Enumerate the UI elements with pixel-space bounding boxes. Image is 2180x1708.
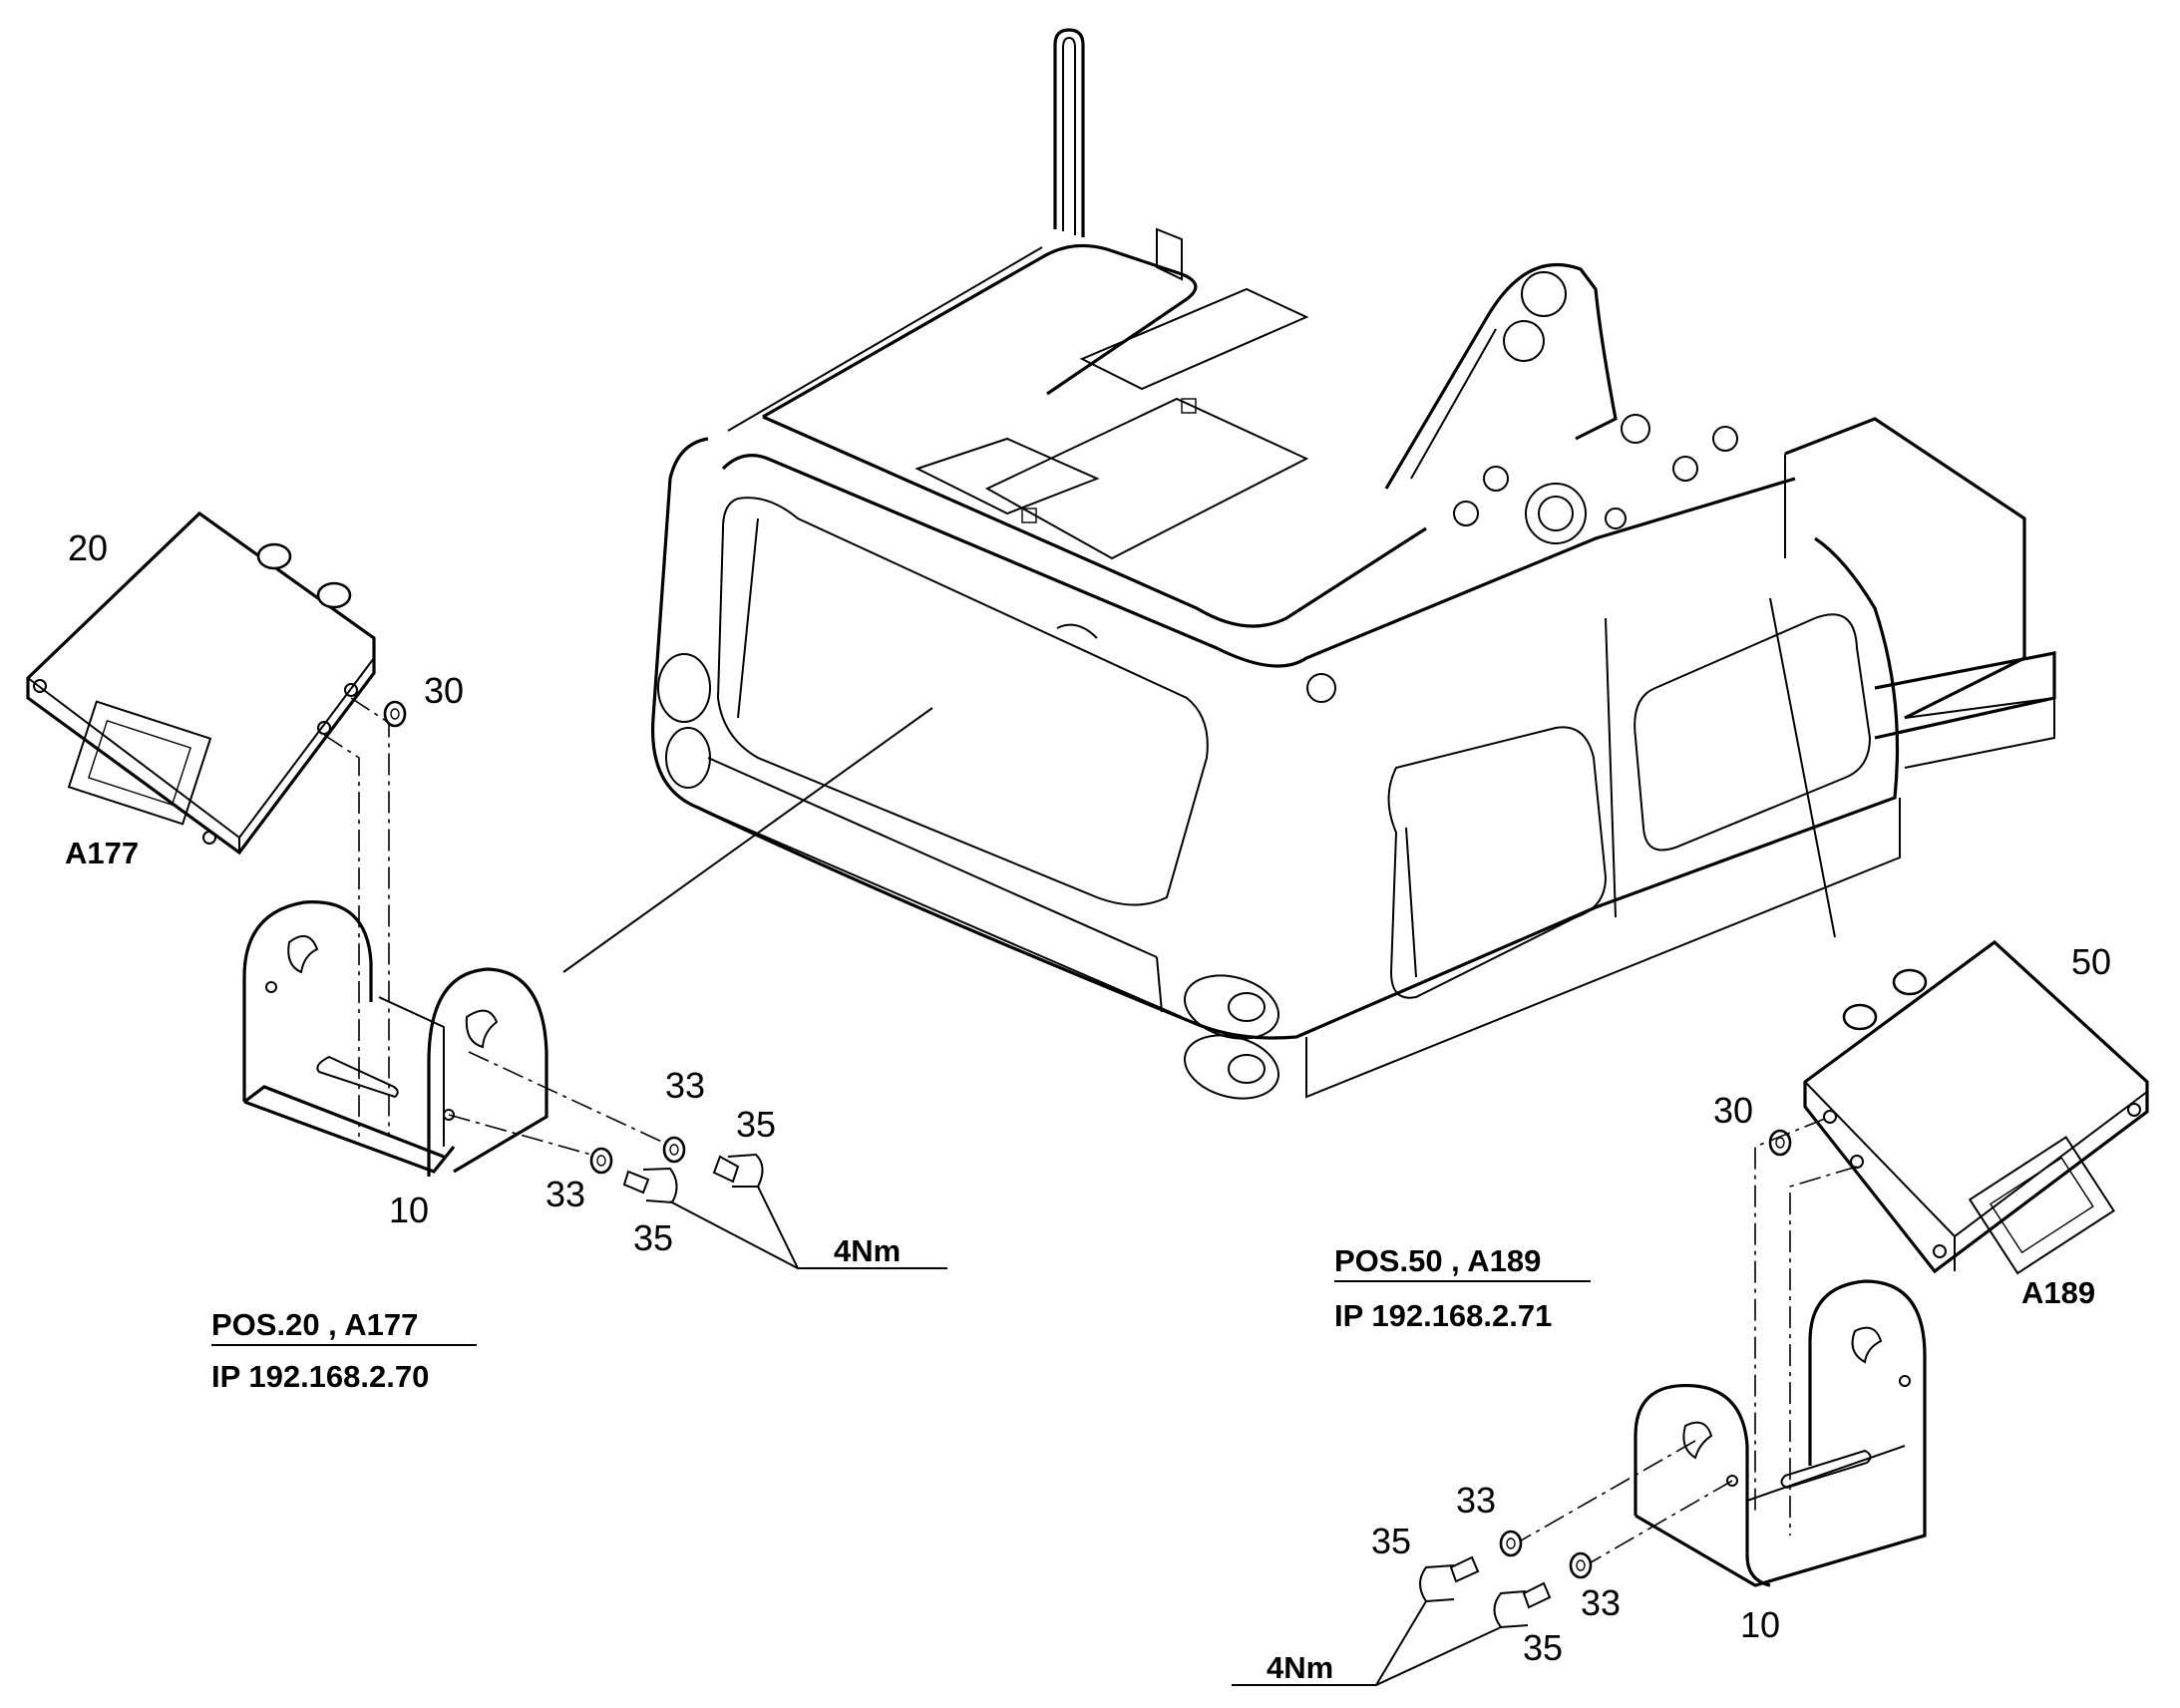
washer-33-right-upper: [1499, 1530, 1523, 1557]
info-left-line2: IP 192.168.2.70: [211, 1359, 429, 1394]
machine-body: [650, 28, 2056, 1100]
bolt-35-right-lower: [1493, 1581, 1552, 1629]
label-pos-35-right-upper: 35: [1371, 1521, 1411, 1561]
label-pos-50: 50: [2071, 941, 2111, 982]
label-torque-left: 4Nm: [834, 1233, 901, 1268]
label-a177: A177: [65, 836, 139, 870]
label-a189: A189: [2021, 1275, 2095, 1310]
washer-30-right: [1768, 1129, 1792, 1157]
bolt-35-right-upper: [1419, 1555, 1480, 1603]
washer-33-left-upper: [662, 1136, 686, 1164]
leader-line-a189: [1769, 597, 1836, 938]
bolt-35-left-upper: [712, 1153, 764, 1188]
washer-33-left-lower: [589, 1147, 613, 1175]
leader-line-a177: [562, 707, 933, 973]
info-right-line1: POS.50 , A189: [1334, 1243, 1541, 1278]
label-pos-10-left: 10: [389, 1190, 429, 1230]
label-pos-30-right: 30: [1713, 1090, 1753, 1131]
label-pos-35-right-lower: 35: [1523, 1627, 1563, 1668]
info-right-line2: IP 192.168.2.71: [1334, 1298, 1552, 1333]
leader-torque-left: [669, 1200, 947, 1269]
washer-33-right-lower: [1569, 1551, 1593, 1579]
label-pos-35-left-upper: 35: [736, 1104, 776, 1145]
label-pos-30-left: 30: [424, 670, 464, 711]
bolt-35-left-lower: [622, 1167, 678, 1204]
label-pos-33-left-upper: 33: [665, 1065, 705, 1106]
label-pos-33-left-lower: 33: [545, 1174, 585, 1214]
label-pos-35-left-lower: 35: [633, 1217, 673, 1258]
camera-a177: [26, 511, 376, 855]
camera-a189: [1803, 939, 2149, 1275]
label-torque-right: 4Nm: [1267, 1650, 1333, 1685]
label-pos-20: 20: [68, 527, 108, 568]
label-pos-33-right-lower: 33: [1581, 1582, 1621, 1623]
bracket-10-left: [242, 900, 548, 1177]
label-pos-33-right-upper: 33: [1456, 1480, 1496, 1521]
washer-30-left: [383, 700, 407, 728]
label-pos-10-right: 10: [1740, 1604, 1780, 1645]
info-left-line1: POS.20 , A177: [211, 1307, 418, 1342]
bracket-10-right: [1634, 1279, 1927, 1587]
